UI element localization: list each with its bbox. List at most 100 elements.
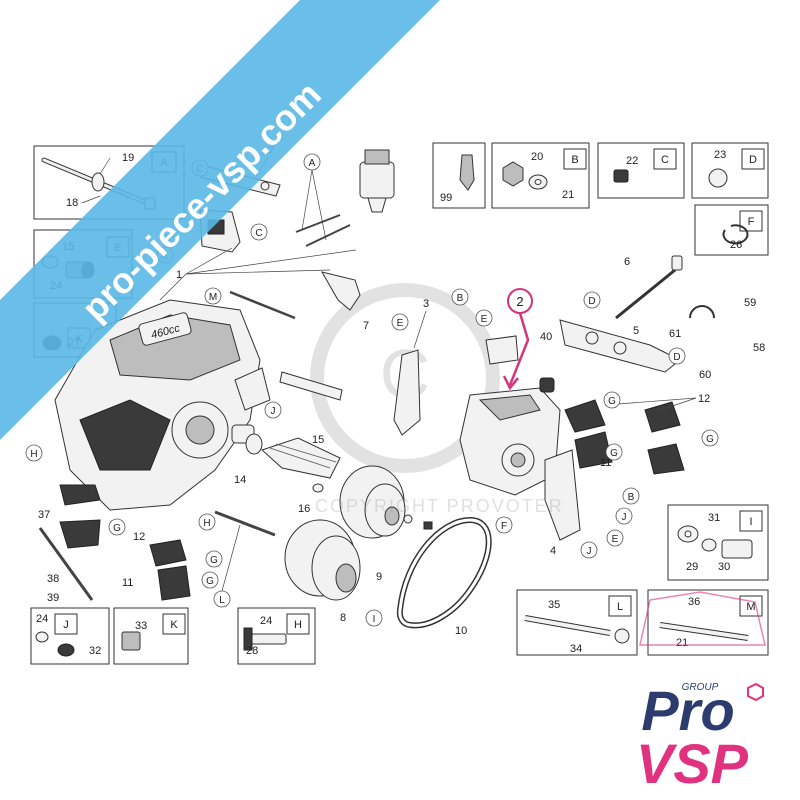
tag-b-1: B	[457, 293, 464, 304]
box-label-i: I	[749, 516, 752, 528]
linkage-37-39: 37 38 39	[38, 509, 94, 604]
clamp-58-61: 59 61 58 60	[669, 297, 765, 381]
tag-e-1: E	[397, 318, 404, 329]
box-label-k: K	[170, 619, 178, 631]
box-label-j: J	[63, 619, 69, 631]
callout-8: 8	[340, 612, 346, 624]
rear-mounts-right: 11 12 G G G	[564, 391, 719, 475]
callout-23: 23	[714, 149, 726, 161]
callout-9: 9	[376, 571, 382, 583]
callout-61: 61	[669, 328, 681, 340]
callout-29: 29	[686, 561, 698, 573]
shift-rail-5: 5 D D	[559, 291, 686, 373]
copyright-text: COPYRIGHT PROVOTER	[315, 496, 564, 516]
bracket-3: 3 B E	[393, 288, 493, 436]
tag-h-right: H	[203, 518, 210, 529]
tag-l: L	[219, 595, 225, 606]
tag-j-3: J	[622, 512, 627, 523]
callout-11-right: 11	[600, 457, 611, 469]
callout-2-highlighted: 2	[516, 294, 523, 309]
callout-1: 1	[176, 269, 182, 281]
callout-30: 30	[718, 561, 730, 573]
gearbox-2: 40 2 F	[459, 288, 561, 534]
sensor-6: 6	[615, 255, 683, 320]
tag-f: F	[501, 521, 507, 532]
tag-g-4: G	[706, 434, 714, 445]
callout-6: 6	[624, 256, 630, 268]
callout-12-left: 12	[133, 531, 145, 543]
callout-21-box-b: 21	[562, 189, 574, 201]
callout-28: 28	[246, 645, 258, 657]
callout-40: 40	[540, 331, 552, 343]
callout-38: 38	[47, 573, 59, 585]
detail-box-k: K 33	[113, 607, 189, 665]
fuel-filter-assembly: A	[295, 149, 395, 247]
mounts-left: 12 11 G G	[122, 531, 223, 601]
callout-24-box-h: 24	[260, 615, 272, 627]
callout-5: 5	[633, 325, 639, 337]
callout-37: 37	[38, 509, 50, 521]
detail-box-j: J 24 32	[30, 607, 110, 665]
detail-box-99: 99	[432, 142, 486, 209]
tag-e-3: E	[612, 534, 619, 545]
callout-58: 58	[753, 342, 765, 354]
box-label-d: D	[749, 154, 757, 166]
tag-g-2: G	[608, 396, 616, 407]
callout-1-group: 1	[159, 247, 357, 301]
box-label-l: L	[617, 601, 623, 613]
callout-20: 20	[531, 151, 543, 163]
callout-19: 19	[122, 152, 134, 164]
box-label-f: F	[748, 216, 755, 228]
callout-4: 4	[550, 545, 556, 557]
detail-box-i: I 31 29 30	[667, 504, 769, 581]
engine-mount-left: G	[59, 484, 126, 549]
tag-g-5: G	[210, 555, 218, 566]
callout-11-left: 11	[122, 577, 133, 589]
logo-pro-text: Pro	[641, 679, 734, 742]
callout-10: 10	[455, 625, 467, 637]
box-label-m: M	[746, 601, 755, 613]
callout-59: 59	[744, 297, 756, 309]
box-label-c: C	[661, 154, 669, 166]
tag-d-2: D	[673, 352, 680, 363]
provsp-logo: GROUP Pro VSP	[636, 591, 766, 795]
callout-33: 33	[135, 620, 147, 632]
secondary-clutch-9: 9	[339, 465, 433, 583]
callout-12-right: 12	[698, 393, 710, 405]
detail-box-c: C 22	[597, 142, 685, 199]
detail-box-l: L 35 34	[516, 589, 638, 656]
callout-24-box-j: 24	[36, 613, 48, 625]
callout-31: 31	[708, 512, 720, 524]
callout-21-box-m: 21	[676, 637, 688, 649]
callout-99: 99	[440, 192, 452, 204]
logo-vsp-text: VSP	[636, 732, 749, 795]
callout-35: 35	[548, 599, 560, 611]
tag-i-1: I	[373, 614, 376, 625]
long-bolt-l: L	[213, 510, 276, 608]
detail-box-f: F 26	[694, 204, 769, 256]
detail-box-d: D 23	[691, 142, 769, 199]
callout-14: 14	[234, 474, 246, 486]
primary-clutch-8: 8	[284, 519, 361, 624]
callout-34: 34	[570, 643, 582, 655]
tag-j-1: J	[271, 406, 276, 417]
tag-h-left: H	[30, 449, 37, 460]
copyright-text-watermark: COPYRIGHT PROVOTER	[315, 496, 564, 516]
tag-d-1: D	[588, 296, 595, 307]
drive-belt-10: 10 I	[365, 516, 492, 637]
box-label-b: B	[571, 154, 578, 166]
detail-box-b: B 20 21	[491, 142, 590, 209]
callout-39: 39	[47, 592, 59, 604]
tag-g-3: G	[610, 448, 618, 459]
rod-m-assembly: M 7 J E	[204, 271, 409, 419]
callout-60: 60	[699, 369, 711, 381]
callout-26: 26	[730, 239, 742, 251]
tag-a: A	[309, 158, 316, 169]
tag-e-2: E	[481, 314, 488, 325]
detail-box-h: H 24 28	[237, 607, 316, 665]
callout-22: 22	[626, 155, 638, 167]
tag-c-right: C	[255, 228, 262, 239]
callout-16: 16	[298, 503, 310, 515]
callout-32: 32	[89, 645, 101, 657]
